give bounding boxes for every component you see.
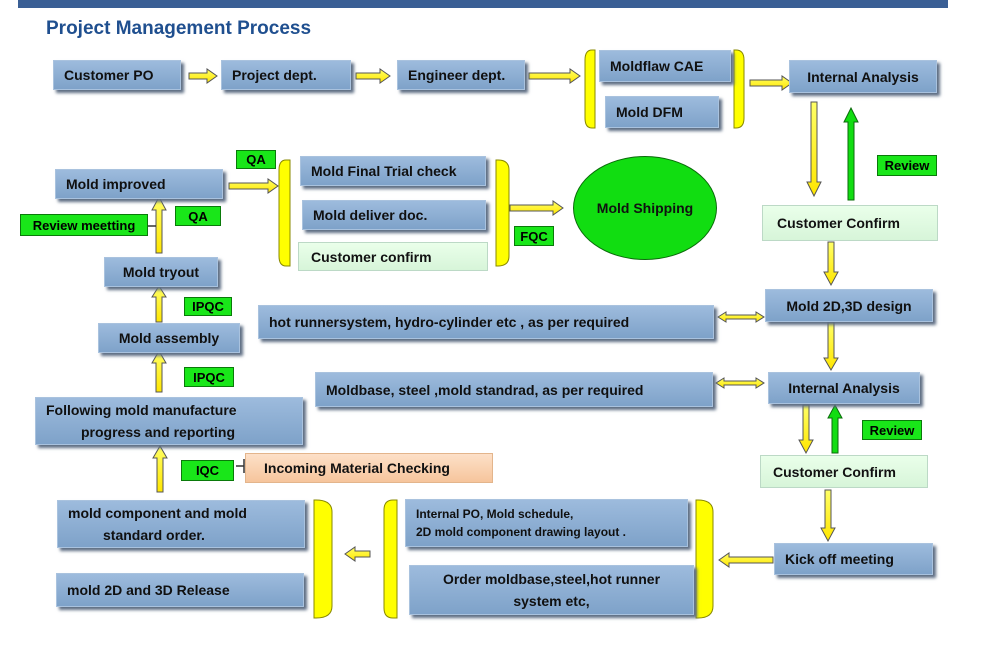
arrow-engineer-to-cae [528,68,581,84]
node-following-manufacture: Following mold manufacture progress and … [35,397,303,445]
node-moldflaw-cae: Moldflaw CAE [599,50,731,82]
arrow-design-hot-runner [717,311,765,323]
node-deliver-doc: Mold deliver doc. [302,200,486,230]
node-mold-design: Mold 2D,3D design [765,289,933,322]
header-bar [18,0,948,8]
node-incoming-material: Incoming Material Checking [245,453,493,483]
label-review-2: Review [862,420,922,440]
arrow-analysis2-to-confirm2 [798,404,814,455]
arrow-iqc-up [152,445,168,493]
arrow-analysis-to-confirm-1 [806,101,822,198]
node-customer-confirm-2: Customer Confirm [760,455,928,488]
node-mold-dfm: Mold DFM [605,96,719,128]
node-customer-confirm-1: Customer Confirm [762,205,938,241]
page-title: Project Management Process [46,18,312,39]
arrow-confirm2-to-kickoff [820,489,836,543]
bracket-cae-right [733,49,745,129]
node-internal-analysis-1: Internal Analysis [789,60,937,93]
node-final-trial-check: Mold Final Trial check [300,156,486,186]
arrow-review-2-up [827,403,843,454]
following-line2: progress and reporting [81,424,236,440]
bracket-component-right [313,499,333,619]
node-mold-shipping: Mold Shipping [573,156,717,260]
order-moldbase-line1: Order moldbase,steel,hot runner [442,571,661,587]
label-ipqc-2: IPQC [184,297,232,316]
node-mold-tryout: Mold tryout [104,257,218,287]
bracket-po-right [695,499,714,619]
arrow-qa-improved-up [151,195,167,254]
label-fqc: FQC [514,226,554,246]
label-qa-mid: QA [175,206,221,226]
arrow-project-to-engineer [355,68,391,84]
node-project-dept: Project dept. [221,60,351,90]
internal-po-line1: Internal PO, Mold schedule, [416,507,574,521]
node-mold-release: mold 2D and 3D Release [56,573,304,607]
bracket-final-right [495,159,510,267]
arrow-analysis-moldbase [715,377,765,389]
node-kick-off-meeting: Kick off meeting [774,543,933,575]
mold-component-line1: mold component and mold [68,505,247,521]
arrow-improved-to-final [228,178,279,194]
node-mold-improved: Mold improved [55,169,223,199]
node-mold-assembly: Mold assembly [98,323,240,353]
node-engineer-dept: Engineer dept. [397,60,525,90]
arrow-po-to-component [344,546,371,562]
node-moldbase-steel: Moldbase, steel ,mold standrad, as per r… [315,372,713,407]
arrow-po-to-project [188,68,218,84]
order-moldbase-line2: system etc, [513,593,590,609]
following-line1: Following mold manufacture [46,402,237,418]
arrow-ipqc-assembly-up [151,350,167,393]
label-ipqc-1: IPQC [184,367,234,387]
mold-component-line2: standard order. [103,527,205,543]
node-internal-po: Internal PO, Mold schedule, 2D mold comp… [405,499,688,547]
internal-po-line2: 2D mold component drawing layout . [416,525,627,539]
arrow-ipqc-tryout-up [151,285,167,323]
node-hot-runner: hot runnersystem, hydro-cylinder etc , a… [258,305,714,339]
label-iqc: IQC [181,460,234,481]
bracket-cae-left [584,49,596,129]
bracket-po-left [383,499,398,619]
label-qa-top: QA [236,150,276,169]
arrow-design-to-analysis2 [823,321,839,371]
node-customer-po: Customer PO [53,60,181,90]
label-review-1: Review [877,155,937,176]
arrow-cae-to-analysis [749,75,793,91]
arrow-confirm1-to-design [823,241,839,287]
arrow-review-1-up [843,106,859,201]
arrow-final-to-shipping [509,200,564,216]
node-mold-component-order: mold component and mold standard order. [57,500,305,548]
arrow-kickoff-to-po [718,552,774,568]
label-review-meeting: Review meetting [20,214,148,236]
bracket-final-left [278,159,291,267]
node-customer-confirm-3: Customer confirm [298,242,488,271]
node-order-moldbase: Order moldbase,steel,hot runner system e… [409,565,694,615]
node-internal-analysis-2: Internal Analysis [768,372,920,404]
